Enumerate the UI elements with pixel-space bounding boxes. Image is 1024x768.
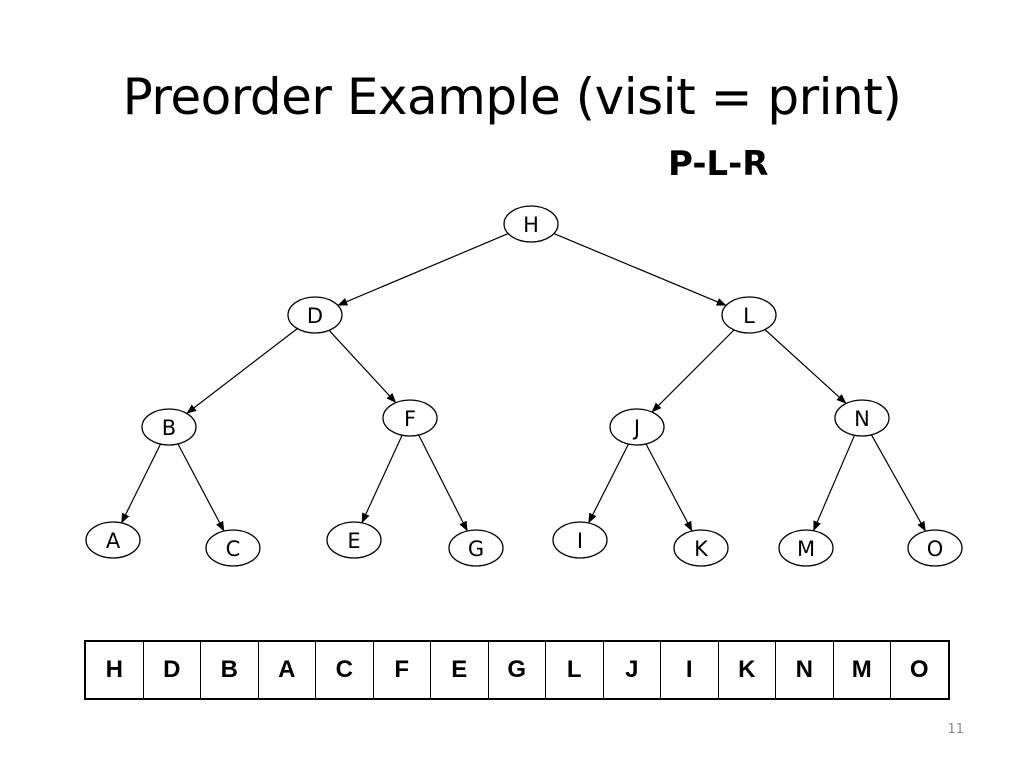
- edge-j-i: [588, 443, 629, 524]
- edge-f-g: [418, 434, 468, 532]
- tree-node-i: I: [552, 521, 608, 559]
- node-ellipse: [141, 408, 197, 446]
- tree-node-c: C: [205, 529, 261, 567]
- edge-b-a: [121, 443, 162, 524]
- tree-node-d: D: [287, 296, 343, 334]
- edge-d-f: [328, 329, 397, 404]
- tree-node-f: F: [382, 399, 438, 437]
- node-ellipse: [907, 529, 963, 567]
- node-label: N: [854, 407, 870, 431]
- node-label: M: [797, 537, 815, 561]
- node-label: H: [523, 213, 539, 237]
- node-label: B: [162, 416, 176, 440]
- node-ellipse: [448, 529, 504, 567]
- edge-l-j: [651, 329, 735, 413]
- node-label: I: [577, 529, 583, 553]
- node-label: F: [404, 407, 416, 431]
- sequence-cell: O: [890, 640, 949, 700]
- node-ellipse: [834, 399, 890, 437]
- sequence-cell: A: [257, 640, 316, 700]
- sequence-cell: I: [660, 640, 719, 700]
- edge-l-n: [764, 329, 847, 404]
- edge-j-k: [645, 443, 693, 532]
- tree-edges: [121, 233, 926, 532]
- node-label: K: [694, 537, 709, 561]
- tree-nodes: H D L B F J N A C E G I K M O: [85, 205, 963, 567]
- sequence-cell: E: [430, 640, 489, 700]
- node-ellipse: [673, 529, 729, 567]
- tree-node-a: A: [85, 521, 141, 559]
- node-ellipse: [326, 521, 382, 559]
- sequence-cell: M: [832, 640, 891, 700]
- traversal-order-label: P-L-R: [668, 144, 769, 184]
- sequence-cell: L: [545, 640, 604, 700]
- tree-node-l: L: [721, 296, 777, 334]
- edge-n-m: [813, 435, 856, 532]
- node-ellipse: [503, 205, 559, 243]
- edge-b-c: [177, 443, 225, 532]
- node-ellipse: [287, 296, 343, 334]
- node-ellipse: [85, 521, 141, 559]
- tree-node-e: E: [326, 521, 382, 559]
- sequence-cell: N: [775, 640, 834, 700]
- node-label: E: [347, 529, 360, 553]
- node-label: O: [927, 537, 944, 561]
- edge-f-e: [361, 434, 403, 524]
- tree-node-n: N: [834, 399, 890, 437]
- node-label: L: [743, 304, 755, 328]
- node-ellipse: [721, 296, 777, 334]
- sequence-cell: H: [84, 640, 144, 700]
- tree-node-m: M: [778, 529, 834, 567]
- node-ellipse: [778, 529, 834, 567]
- edge-d-b: [186, 328, 298, 414]
- edge-h-d: [337, 233, 509, 306]
- slide-title: Preorder Example (visit = print): [122, 68, 902, 126]
- page-number: 11: [947, 722, 964, 737]
- node-ellipse: [382, 399, 438, 437]
- edge-n-o: [870, 434, 926, 532]
- node-label: C: [226, 537, 241, 561]
- sequence-cell: D: [142, 640, 201, 700]
- node-ellipse: [609, 408, 665, 446]
- sequence-cell: G: [487, 640, 546, 700]
- node-label: A: [106, 529, 121, 553]
- sequence-cell: K: [717, 640, 776, 700]
- node-label: J: [632, 416, 640, 440]
- tree-node-h: H: [503, 205, 559, 243]
- edge-h-l: [553, 233, 727, 306]
- tree-node-j: J: [609, 408, 665, 446]
- sequence-cell: B: [200, 640, 259, 700]
- node-ellipse: [205, 529, 261, 567]
- tree-node-g: G: [448, 529, 504, 567]
- node-ellipse: [552, 521, 608, 559]
- tree-node-k: K: [673, 529, 729, 567]
- sequence-cell: C: [315, 640, 374, 700]
- node-label: G: [468, 537, 484, 561]
- tree-node-o: O: [907, 529, 963, 567]
- sequence-cell: F: [372, 640, 431, 700]
- sequence-cell: J: [602, 640, 661, 700]
- node-label: D: [307, 304, 323, 328]
- tree-node-b: B: [141, 408, 197, 446]
